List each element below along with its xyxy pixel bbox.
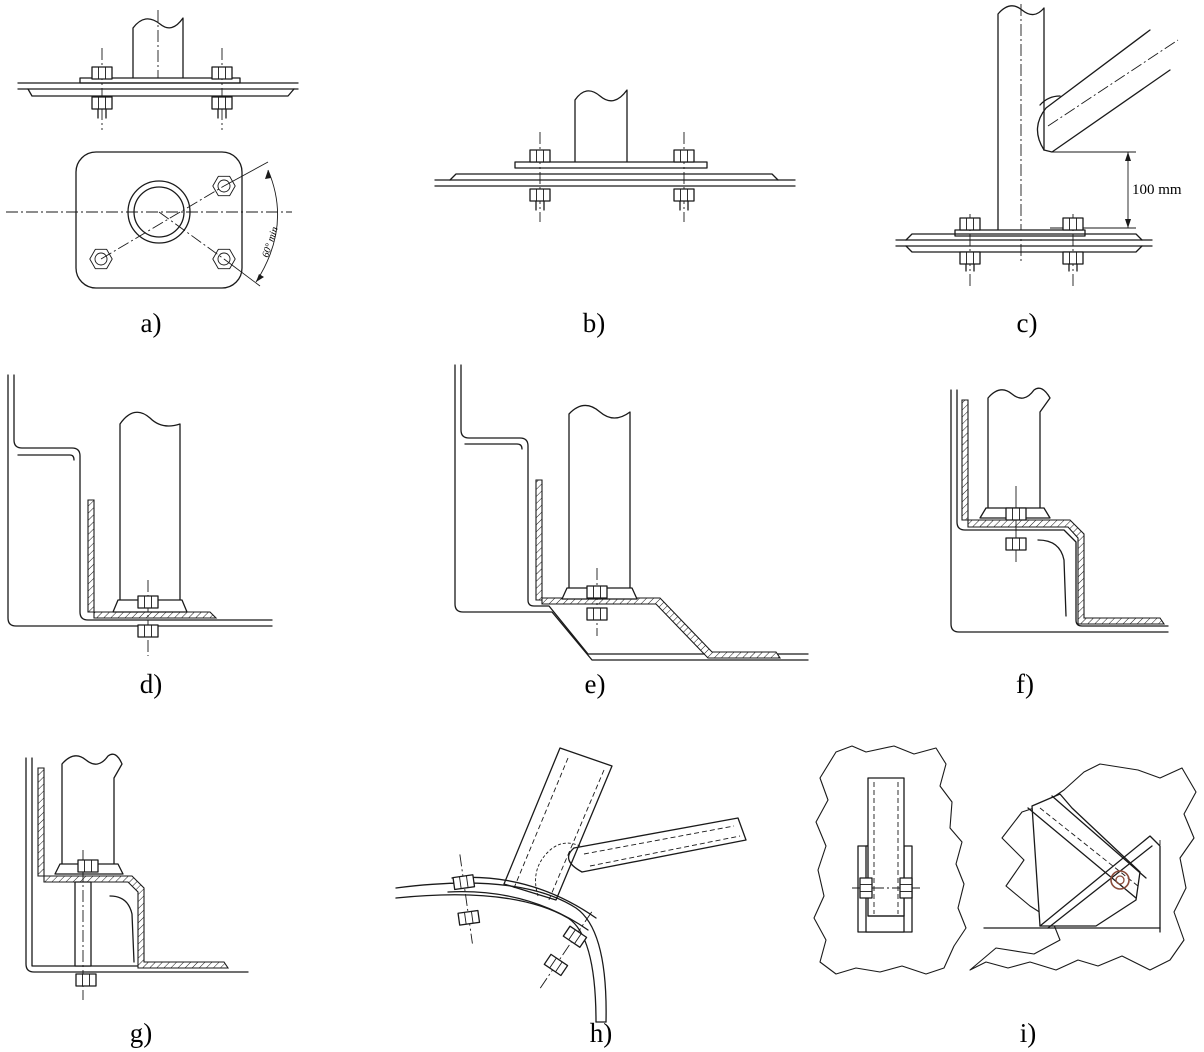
panel-f-drawing xyxy=(950,387,1169,633)
panel-e-drawing xyxy=(454,364,809,661)
caption-d: d) xyxy=(140,669,163,699)
caption-b: b) xyxy=(583,308,606,338)
clearance-annotation: 100 mm xyxy=(1132,182,1182,198)
caption-c: c) xyxy=(1017,308,1038,338)
angle-annotation: 60° min xyxy=(260,226,280,259)
caption-f: f) xyxy=(1016,669,1034,699)
panel-a-drawing: 60° min xyxy=(6,10,299,289)
panel-d-drawing xyxy=(7,374,273,656)
caption-h: h) xyxy=(590,1018,613,1048)
caption-i: i) xyxy=(1020,1018,1037,1048)
caption-g: g) xyxy=(130,1018,153,1048)
panel-i-drawing xyxy=(813,745,1197,975)
panel-b-drawing xyxy=(434,89,796,222)
caption-e: e) xyxy=(585,669,606,699)
panel-c-drawing: 100 mm xyxy=(895,4,1182,288)
caption-a: a) xyxy=(141,308,162,338)
panel-g-drawing xyxy=(25,753,249,1000)
panel-h-drawing xyxy=(395,747,747,1023)
